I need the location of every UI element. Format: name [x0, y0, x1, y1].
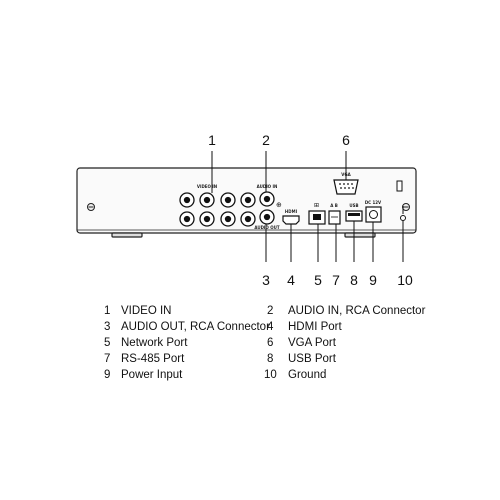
- legend-number: 9: [104, 369, 111, 381]
- legend-label: USB Port: [288, 353, 336, 365]
- legend-label: AUDIO OUT, RCA Connector: [121, 321, 270, 333]
- rs485-panel-label: A B: [330, 203, 338, 208]
- legend-number: 7: [104, 353, 111, 365]
- ground-terminal: [400, 215, 406, 221]
- callout-10: 10: [397, 272, 413, 288]
- legend-number: 8: [267, 353, 274, 365]
- legend-label: Network Port: [121, 337, 188, 349]
- legend-row: 7 RS-485 Port 8 USB Port: [0, 351, 500, 367]
- audio-in-panel-label: AUDIO IN: [257, 184, 278, 189]
- legend-row: 5 Network Port 6 VGA Port: [0, 335, 500, 351]
- callout-8: 8: [350, 272, 358, 288]
- power-socket: [369, 210, 378, 219]
- legend-label: Ground: [288, 369, 327, 381]
- legend-row: 1 VIDEO IN 2 AUDIO IN, RCA Connector: [0, 303, 500, 319]
- callout-2: 2: [262, 132, 270, 148]
- rs485-port: [328, 210, 341, 225]
- audio-divider-glyph: ⊕: [276, 202, 282, 209]
- legend-row: 3 AUDIO OUT, RCA Connector 4 HDMI Port: [0, 319, 500, 335]
- power-port: [365, 206, 382, 223]
- legend-number: 4: [267, 321, 274, 333]
- callout-5: 5: [314, 272, 322, 288]
- hdmi-port: [282, 215, 300, 225]
- power-panel-label: DC 12V: [365, 200, 382, 205]
- mounting-screw-right: [402, 203, 410, 211]
- callout-1: 1: [208, 132, 216, 148]
- legend-number: 5: [104, 337, 111, 349]
- callout-4: 4: [287, 272, 295, 288]
- mounting-screw-left: [87, 203, 95, 211]
- legend-label: Power Input: [121, 369, 183, 381]
- usb-panel-label: USB: [349, 203, 358, 208]
- legend-label: VIDEO IN: [121, 305, 172, 317]
- network-port-socket: [313, 214, 321, 220]
- network-icon: ⊞: [314, 203, 319, 209]
- legend-number: 1: [104, 305, 111, 317]
- legend-label: VGA Port: [288, 337, 336, 349]
- video-in-panel-label: VIDEO IN: [197, 184, 217, 189]
- callout-3: 3: [262, 272, 270, 288]
- legend-label: HDMI Port: [288, 321, 342, 333]
- legend-row: 9 Power Input 10 Ground: [0, 367, 500, 383]
- vga-pins: [339, 183, 354, 189]
- video-in-bnc-group: [179, 192, 256, 227]
- legend-number: 3: [104, 321, 111, 333]
- callout-7: 7: [332, 272, 340, 288]
- callout-6: 6: [342, 132, 350, 148]
- audio-out-panel-label: AUDIO OUT: [254, 225, 279, 230]
- legend-label: RS-485 Port: [121, 353, 185, 365]
- vga-port: [333, 179, 359, 195]
- hdmi-panel-label: HDMI: [285, 209, 298, 214]
- legend-number: 2: [267, 305, 274, 317]
- audio-out-rca: [259, 209, 275, 225]
- legend-label: AUDIO IN, RCA Connector: [288, 305, 426, 317]
- usb-port-tongue: [348, 213, 360, 216]
- rear-panel-diagram: VIDEO IN AUDIO IN AUDIO OUT ⊕ HDMI ⊞ VGA…: [76, 132, 417, 288]
- power-switch-icon: [396, 180, 403, 192]
- audio-in-rca: [259, 191, 275, 207]
- callout-9: 9: [369, 272, 377, 288]
- legend-number: 10: [264, 369, 277, 381]
- legend-number: 6: [267, 337, 274, 349]
